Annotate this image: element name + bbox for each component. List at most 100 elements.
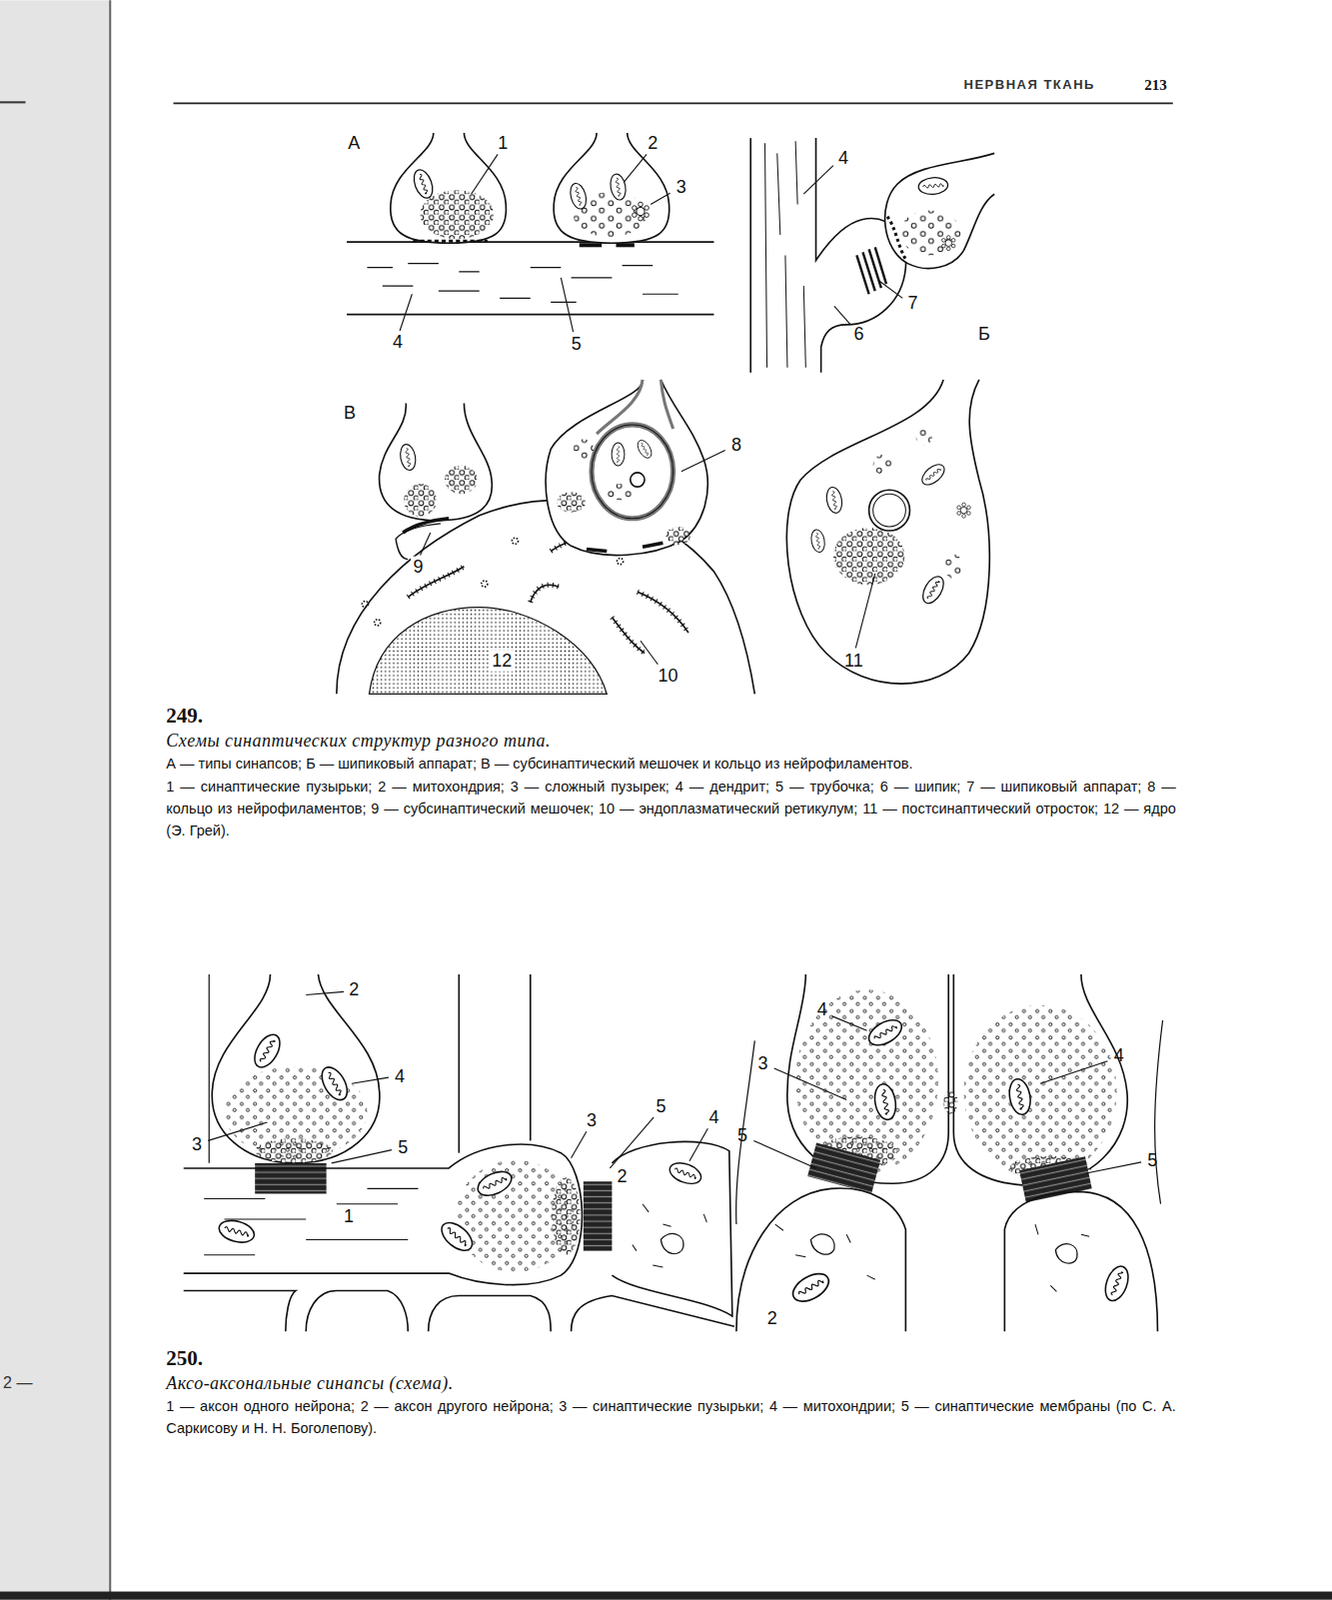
leader-lines — [681, 449, 726, 471]
figure-250-right — [736, 1020, 1164, 1225]
page-margin — [108, 0, 111, 1599]
leader-lines — [834, 305, 851, 324]
callout-number: 3 — [586, 1109, 597, 1131]
figure-249c — [403, 483, 437, 517]
figure-250-left — [183, 974, 735, 1332]
callout-number: 5 — [655, 1096, 666, 1118]
figure-250-right — [1007, 1077, 1034, 1117]
leader-lines — [420, 532, 431, 555]
leader-lines — [571, 1131, 587, 1159]
figure-250-right — [1101, 1263, 1133, 1305]
leader-lines — [399, 293, 412, 331]
figure-249c-terminal — [833, 527, 905, 585]
figure-249a — [410, 166, 437, 200]
callout-number: 1 — [497, 132, 508, 154]
figure-249b — [749, 137, 752, 373]
caption-text: 1 — аксон одного нейрона; 2 — аксон друг… — [165, 1394, 1176, 1439]
leader-lines — [1040, 1061, 1108, 1084]
figure-250-right — [964, 1005, 1118, 1180]
figure-250-left — [457, 974, 460, 1154]
margin-text: 2 — — [2, 1373, 32, 1392]
figure-249c — [368, 607, 607, 695]
leader-lines — [774, 1068, 847, 1101]
callout-number: 9 — [410, 556, 425, 578]
figure-249c — [395, 523, 441, 560]
figure-249c — [605, 483, 635, 500]
leader-lines — [471, 153, 499, 194]
figure-249c — [398, 442, 418, 471]
page-margin — [0, 100, 26, 103]
reticulum — [617, 558, 624, 565]
reticulum — [481, 580, 488, 587]
figure-title: Схемы синаптических структур разного тип… — [165, 730, 551, 752]
figure-250-left — [436, 1217, 478, 1257]
figure-250-left — [254, 1138, 333, 1163]
figure-250-right — [953, 974, 1128, 1186]
callout-number: 4 — [1114, 1045, 1125, 1067]
figure-249c — [596, 379, 674, 434]
page-number: 213 — [1144, 76, 1168, 94]
figure-250-right — [807, 1142, 881, 1194]
figure-number: 249. — [165, 703, 203, 728]
figure-249c-terminal — [873, 453, 894, 474]
figure-249a — [567, 181, 589, 211]
figure-249b — [887, 216, 906, 260]
figure-249c-terminal — [786, 379, 990, 684]
figure-249b — [765, 140, 807, 368]
figure-249c-terminal — [869, 489, 911, 531]
reticulum — [530, 584, 560, 602]
figure-249b — [942, 235, 956, 251]
reticulum — [530, 584, 560, 602]
figure-250-right — [788, 1268, 834, 1308]
figure-249c — [591, 424, 674, 519]
callout-number: 3 — [757, 1052, 768, 1074]
callout-number: 11 — [844, 650, 864, 672]
figure-249a — [608, 172, 628, 201]
figure-249b — [856, 246, 887, 294]
figure-249a — [553, 132, 670, 243]
reticulum — [374, 619, 381, 626]
figure-250-right — [1019, 1156, 1093, 1203]
leader-lines — [832, 1016, 868, 1031]
callout-number: 4 — [708, 1106, 719, 1128]
leader-lines — [803, 165, 834, 195]
callout-number: 5 — [571, 333, 582, 355]
leader-lines — [305, 991, 344, 995]
figure-249c-terminal — [873, 493, 907, 527]
figure-249c — [336, 379, 755, 694]
figure-249c-terminal — [916, 428, 933, 445]
reticulum — [637, 591, 689, 633]
reticulum — [637, 591, 689, 633]
figure-249c — [611, 442, 625, 466]
figure-250-left — [473, 1167, 515, 1201]
figure-250-right — [775, 1224, 1090, 1292]
figure-249c-terminal — [824, 485, 844, 514]
figure-249c — [591, 424, 674, 519]
figure-250-left — [632, 1204, 708, 1268]
figure-249c-terminal — [957, 502, 971, 518]
reticulum — [511, 537, 518, 544]
figure-number: 250. — [165, 1345, 203, 1370]
figure-249c-terminal — [944, 554, 963, 579]
callout-number: 5 — [1147, 1149, 1158, 1171]
callout-number: 6 — [853, 322, 864, 344]
page-margin — [0, 1591, 1332, 1600]
callout-number: 7 — [907, 292, 918, 314]
figure-250-right — [736, 974, 1164, 1332]
figure-249a — [412, 239, 488, 243]
reticulum — [611, 617, 645, 654]
figure-249b — [899, 210, 961, 256]
leader-lines — [351, 1077, 389, 1084]
callout-number: 5 — [737, 1125, 748, 1147]
leader-lines — [609, 1117, 654, 1169]
leader-lines — [560, 277, 573, 332]
figure-250-right — [787, 974, 949, 1184]
figure-250-right — [736, 1188, 906, 1332]
figure-249c — [379, 402, 493, 520]
leader-lines — [855, 573, 875, 649]
figure-249a — [632, 201, 650, 221]
figure-249c — [630, 472, 645, 487]
figure-249b — [918, 176, 950, 196]
figure-249a — [346, 132, 714, 315]
leader-lines — [650, 192, 670, 204]
